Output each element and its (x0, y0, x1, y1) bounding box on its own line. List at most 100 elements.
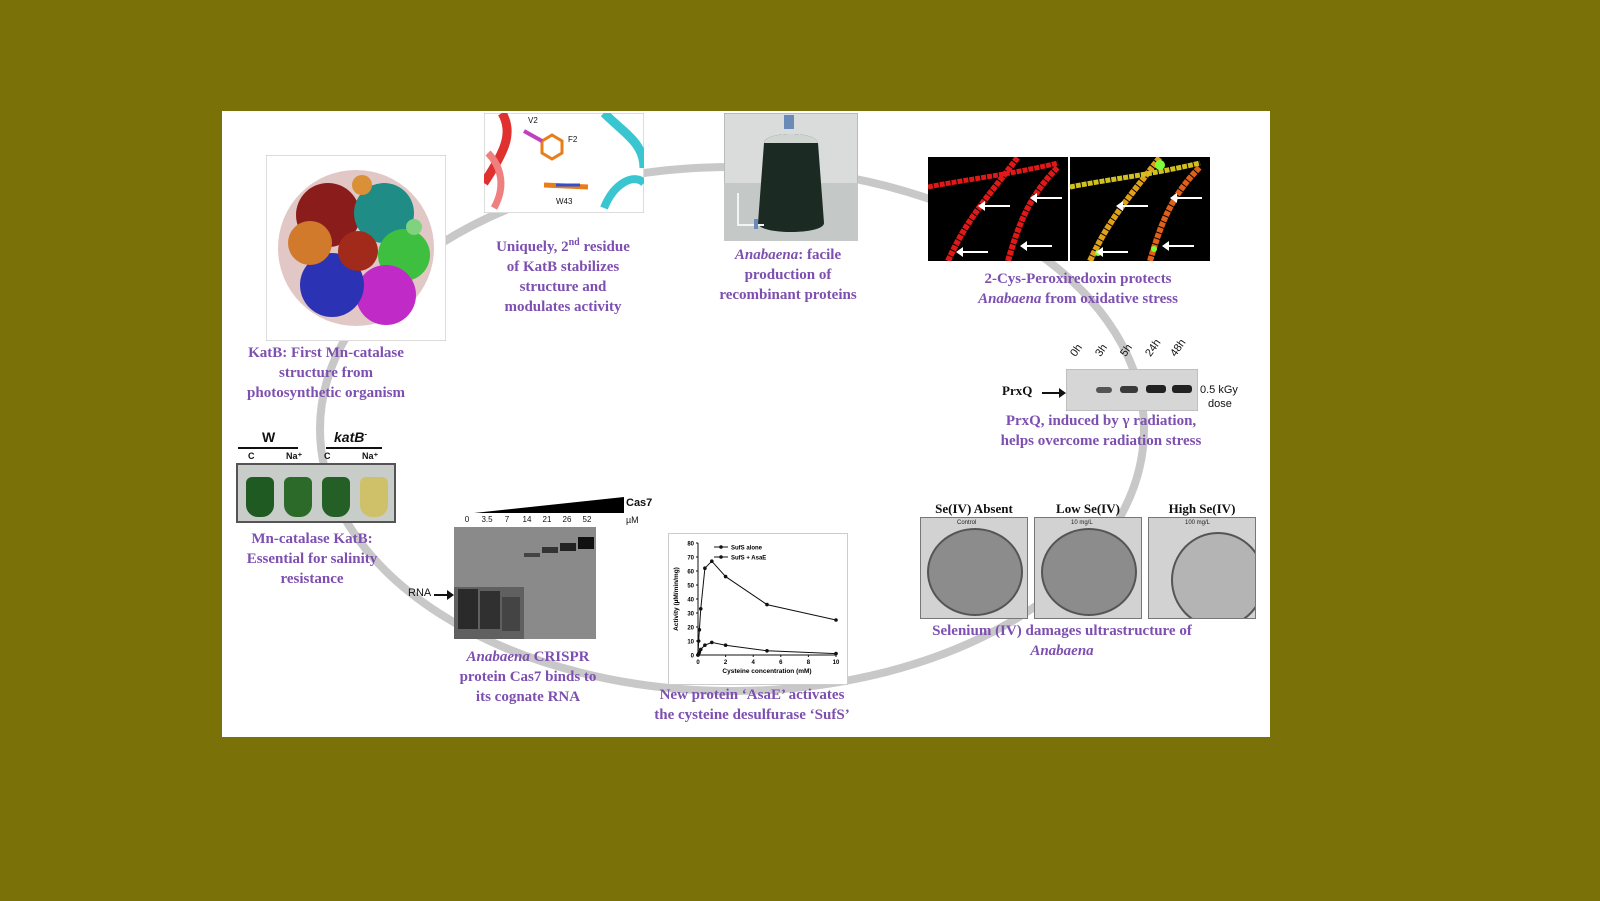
selenium-panel-title: High Se(IV) (1168, 501, 1236, 516)
prxq-dose-unit: dose (1208, 398, 1232, 410)
selenium-panel-sub: Control (957, 520, 977, 526)
caption-cas7: Anabaena CRISPR protein Cas7 binds to it… (418, 647, 638, 707)
salinity-tube-photo (236, 463, 396, 523)
cas7-concentration-label: 52 (582, 515, 592, 524)
chart-y-tick-label: 50 (687, 584, 694, 590)
selenium-panel-sub: 100 mg/L (1185, 520, 1211, 526)
chart-series-line (697, 560, 837, 656)
katb-label-sup: - (364, 429, 368, 439)
selenium-tem-image: 10 mg/L (1034, 517, 1142, 619)
chart-y-tick-label: 60 (687, 570, 694, 576)
caption-residue-line1-a: Uniquely, 2 (496, 239, 569, 255)
caption-katb-line2: structure from (279, 365, 373, 381)
cas7-protein-label: Cas7 (626, 497, 653, 509)
caption-selenium-italic: Anabaena (1030, 643, 1094, 659)
caption-residue-line2: of KatB stabilizes (506, 259, 620, 275)
f2-label: F2 (568, 135, 578, 144)
chart-data-point (834, 618, 838, 622)
caption-production-line2: production of (744, 267, 832, 283)
chart-x-tick-label: 2 (724, 660, 728, 666)
caption-salinity: Mn-catalase KatB: Essential for salinity… (222, 529, 402, 589)
caption-prxq-line2: helps overcome radiation stress (1000, 433, 1202, 449)
chart-data-point (698, 647, 703, 652)
fluor-arrow-4 (1020, 241, 1052, 251)
caption-cas7-line3: its cognate RNA (475, 689, 581, 705)
caption-salinity-line3: resistance (280, 571, 344, 587)
katb-protein-structure-image (266, 155, 446, 341)
selenium-tem-image: 100 mg/L (1148, 517, 1256, 619)
caption-salinity-line2: Essential for salinity (246, 551, 378, 567)
selenium-panel-title: Low Se(IV) (1056, 501, 1120, 516)
salinity-group-w-bar (238, 447, 298, 449)
salinity-culture-tube (246, 477, 274, 517)
chart-data-point (697, 628, 702, 632)
caption-peroxiredoxin-line2: Anabaena from oxidative stress (948, 289, 1208, 309)
v2-label: V2 (528, 116, 538, 125)
caption-peroxiredoxin: 2-Cys-Peroxiredoxin protects Anabaena fr… (948, 269, 1208, 309)
katb-label-text: katB (334, 429, 365, 445)
caption-peroxiredoxin-italic: Anabaena (978, 291, 1042, 307)
chart-y-axis-label: Activity (µM/min/mg) (673, 567, 680, 631)
fluor-arrow-1 (978, 201, 1010, 211)
chart-data-point (710, 640, 714, 645)
caption-residue-line4: modulates activity (504, 299, 622, 315)
cas7-concentration-label: 26 (562, 515, 572, 524)
caption-anabaena-production: Anabaena: facile production of recombina… (688, 245, 888, 305)
chart-legend-marker (719, 555, 723, 559)
salinity-culture-tube (322, 477, 350, 517)
chart-y-tick-label: 30 (687, 612, 694, 618)
prxq-dose-value: 0.5 kGy (1200, 384, 1238, 396)
salinity-tube-label: Na⁺ (362, 451, 379, 461)
salinity-culture-tube (360, 477, 388, 517)
caption-selenium-line2: Anabaena (902, 641, 1222, 661)
caption-prxq: PrxQ, induced by γ radiation, helps over… (966, 411, 1236, 451)
chart-x-tick-label: 8 (807, 660, 811, 666)
salinity-group-katb: katB- (334, 429, 367, 445)
caption-residue-line1: Uniquely, 2nd residue (468, 233, 658, 257)
selenium-cell (1041, 528, 1137, 616)
chart-data-point (834, 651, 838, 656)
salinity-tube-label: C (248, 451, 255, 461)
caption-cas7-italic: Anabaena (466, 649, 530, 665)
caption-second-residue: Uniquely, 2nd residue of KatB stabilizes… (468, 233, 658, 317)
chart-y-tick-label: 10 (687, 640, 694, 646)
chart-legend-label: SufS + AsaE (731, 556, 766, 562)
caption-asae-line1: New protein ‘AsaE’ activates (659, 687, 845, 703)
chart-data-point (710, 559, 714, 563)
chart-y-tick-label: 40 (687, 598, 694, 604)
chart-y-tick-label: 80 (687, 542, 694, 548)
cas7-emsa-gel-image (454, 527, 596, 639)
prxq-arrow (1042, 388, 1066, 398)
caption-production-italic: Anabaena (734, 247, 799, 263)
cas7-concentration-label: 3.5 (481, 515, 493, 524)
salinity-tube-label: C (324, 451, 331, 461)
caption-prxq-line1: PrxQ, induced by γ radiation, (1005, 413, 1197, 429)
cas7-wedge (474, 497, 624, 513)
caption-production-rest: : facile (798, 247, 842, 263)
second-residue-structure-image (484, 113, 644, 213)
caption-selenium-line1: Selenium (IV) damages ultrastructure of (932, 623, 1192, 639)
salinity-group-katb-bar (326, 447, 382, 449)
salinity-culture-tube (284, 477, 312, 517)
chart-data-point (698, 607, 703, 611)
caption-asae-line2: the cysteine desulfurase ‘SufS’ (654, 707, 850, 723)
selenium-cell (927, 528, 1023, 616)
caption-cas7-line2: protein Cas7 binds to (459, 669, 597, 685)
caption-katb-structure: KatB: First Mn-catalase structure from p… (226, 343, 426, 403)
chart-data-point (765, 602, 769, 607)
selenium-tem-image: Control (920, 517, 1028, 619)
w43-label: W43 (556, 197, 573, 206)
chart-x-tick-label: 0 (696, 660, 700, 666)
chart-x-tick-label: 6 (779, 660, 783, 666)
fluor-arrow-6 (1170, 193, 1202, 203)
cas7-concentration-label: 21 (542, 515, 552, 524)
chart-legend-label: SufS alone (731, 546, 763, 552)
salinity-group-w: W (262, 429, 276, 445)
caption-cas7-line1: Anabaena CRISPR (418, 647, 638, 667)
caption-asae: New protein ‘AsaE’ activates the cystein… (622, 685, 882, 725)
caption-katb-line3: photosynthetic organism (247, 385, 405, 401)
cas7-concentration-label: 7 (504, 515, 510, 524)
cas7-concentration-label: 0 (464, 515, 470, 524)
caption-residue-line3: structure and (519, 279, 607, 295)
